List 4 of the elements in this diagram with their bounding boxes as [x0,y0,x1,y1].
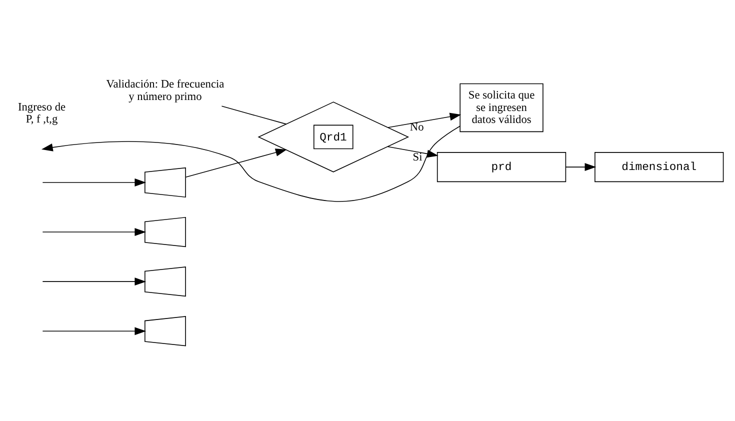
edge-label: Si [412,151,422,164]
label: Ingreso de P, f ,t,g [18,101,66,126]
node-text: Validación: De frecuencia y número primo [106,78,224,103]
edge-label: No [410,121,424,134]
